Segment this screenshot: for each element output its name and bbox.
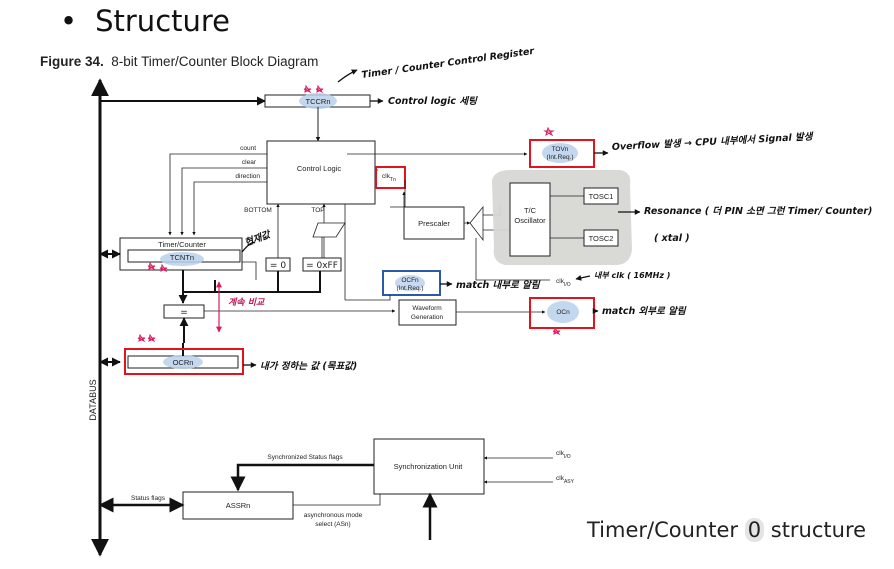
figure-caption: Figure 34. 8-bit Timer/Counter Block Dia…: [40, 54, 318, 69]
signal-direction: direction: [235, 173, 260, 180]
figure-label: Figure 34.: [40, 54, 104, 69]
assr-label: ASSRn: [226, 501, 251, 510]
annotation-control-setting: Control logic 세팅: [370, 95, 478, 107]
tc-osc-line1: T/C: [524, 206, 537, 215]
pink-stars: [137, 84, 561, 343]
prescaler-label: Prescaler: [418, 219, 450, 228]
timer-counter-label: Timer/Counter: [158, 240, 206, 249]
annotation-count-value: 현재값: [241, 228, 274, 253]
signal-top: TOP: [311, 207, 324, 214]
waveform-line1: Waveform: [412, 305, 441, 312]
signal-count: count: [240, 145, 256, 152]
ocf-line2: (Int.Req.): [396, 285, 423, 292]
annotation-internal-clk: 내부 clk ( 16MHz ): [575, 271, 670, 281]
ocn-block: OCn: [529, 297, 595, 329]
title-text: Structure: [95, 4, 231, 38]
tov-line1: TOVn: [552, 146, 569, 153]
ocr-highlight: [124, 348, 244, 375]
databus-label: DATABUS: [88, 379, 98, 420]
slide-title: • Structure: [60, 4, 230, 38]
eq-zero-label: = 0: [270, 261, 286, 271]
caption-number: 0: [744, 518, 765, 542]
clk-asy-label: clkASY: [556, 475, 575, 485]
annotation-compare-value-text: 내가 정하는 값 (목표값): [260, 360, 357, 372]
eq-label: =: [180, 308, 188, 318]
annotation-match-external-text: match 외부로 알림: [602, 305, 687, 317]
title-bullet: •: [60, 4, 78, 38]
prescaler-block: Prescaler: [402, 191, 550, 281]
annotation-compare: 계속 비교: [216, 281, 265, 333]
annotation-resonance-line2: ( xtal ): [654, 233, 690, 244]
equal-comparator: =: [163, 304, 396, 343]
ocf-block: OCFn (Int.Req.): [345, 270, 441, 301]
annotation-resonance: Resonance ( 더 PIN 소면 그런 Timer/ Counter) …: [618, 205, 872, 244]
slide-caption: Timer/Counter 0 structure: [587, 518, 866, 542]
comparators-zero-ff: = 0 = 0xFF: [265, 222, 346, 293]
tccr-block: TCCRn: [100, 93, 371, 142]
async-mode-line1: asynchronous mode: [304, 512, 363, 519]
annotation-tccr: Timer / Counter Control Register: [337, 46, 536, 83]
signal-bottom: BOTTOM: [244, 207, 272, 214]
control-logic-label: Control Logic: [297, 164, 341, 173]
async-mode-line2: select (ASn): [315, 521, 350, 528]
caption-pre: Timer/Counter: [587, 518, 745, 542]
sync-flags-label: Synchronized Status flags: [267, 454, 343, 461]
sync-unit-block: Synchronization Unit clkI/O clkASY Synch…: [230, 438, 575, 540]
annotation-match-internal: match 내부로 알림: [440, 279, 541, 291]
timer-counter-block: Timer/Counter TCNTn: [99, 237, 257, 280]
figure-title: 8-bit Timer/Counter Block Diagram: [111, 54, 319, 69]
annotation-control-setting-text: Control logic 세팅: [388, 95, 478, 107]
tcnt-label: TCNTn: [170, 253, 194, 262]
eq-ff-label: = 0xFF: [306, 261, 338, 271]
annotation-match-internal-text: match 내부로 알림: [456, 279, 541, 291]
ocr-label: OCRn: [173, 358, 194, 367]
annotation-overflow: Overflow 발생 → CPU 내부에서 Signal 발생: [594, 130, 814, 156]
caption-post: structure: [764, 518, 867, 542]
annotation-compare-value: 내가 정하는 값 (목표값): [243, 360, 357, 372]
tov-block: TOVn (Int.Req.): [529, 139, 595, 168]
clk-io-label-1: clkI/O: [556, 278, 571, 288]
annotation-compare-text: 계속 비교: [228, 297, 265, 308]
oscillator-area: T/C Oscillator TOSC1 TOSC2: [492, 170, 632, 265]
tccr-label: TCCRn: [305, 97, 330, 106]
annotation-match-external: match 외부로 알림: [592, 305, 687, 317]
annotation-overflow-text: Overflow 발생 → CPU 내부에서 Signal 발생: [612, 130, 814, 153]
clk-tn-box: clkTn: [375, 166, 406, 230]
tov-line2: (Int.Req.): [546, 154, 573, 161]
status-flags-label: Status flags: [131, 495, 166, 502]
annotation-resonance-line1: Resonance ( 더 PIN 소면 그런 Timer/ Counter): [644, 205, 872, 217]
waveform-line2: Generation: [411, 314, 444, 321]
databus: DATABUS: [88, 78, 109, 557]
signal-clear: clear: [242, 159, 257, 166]
waveform-block: Waveform Generation: [398, 299, 546, 326]
annotation-tccr-name: Timer / Counter Control Register: [361, 46, 536, 81]
annotation-internal-clk-text: 내부 clk ( 16MHz ): [594, 271, 670, 280]
annotation-count-value-text: 현재값: [243, 228, 274, 249]
tosc2-label: TOSC2: [589, 234, 614, 243]
clk-io-label-2: clkI/O: [556, 450, 571, 460]
clk-tn-label: clkTn: [382, 173, 396, 183]
assr-block: ASSRn Status flags asynchronous mode sel…: [98, 491, 363, 528]
ocn-label: OCn: [556, 309, 570, 316]
tosc1-label: TOSC1: [589, 192, 614, 201]
ocr-block: OCRn: [99, 343, 239, 369]
control-logic-block: Control Logic count clear direction BOTT…: [168, 140, 528, 300]
sync-unit-label: Synchronization Unit: [394, 462, 464, 471]
tc-osc-line2: Oscillator: [514, 216, 546, 225]
ocf-line1: OCFn: [401, 277, 419, 284]
